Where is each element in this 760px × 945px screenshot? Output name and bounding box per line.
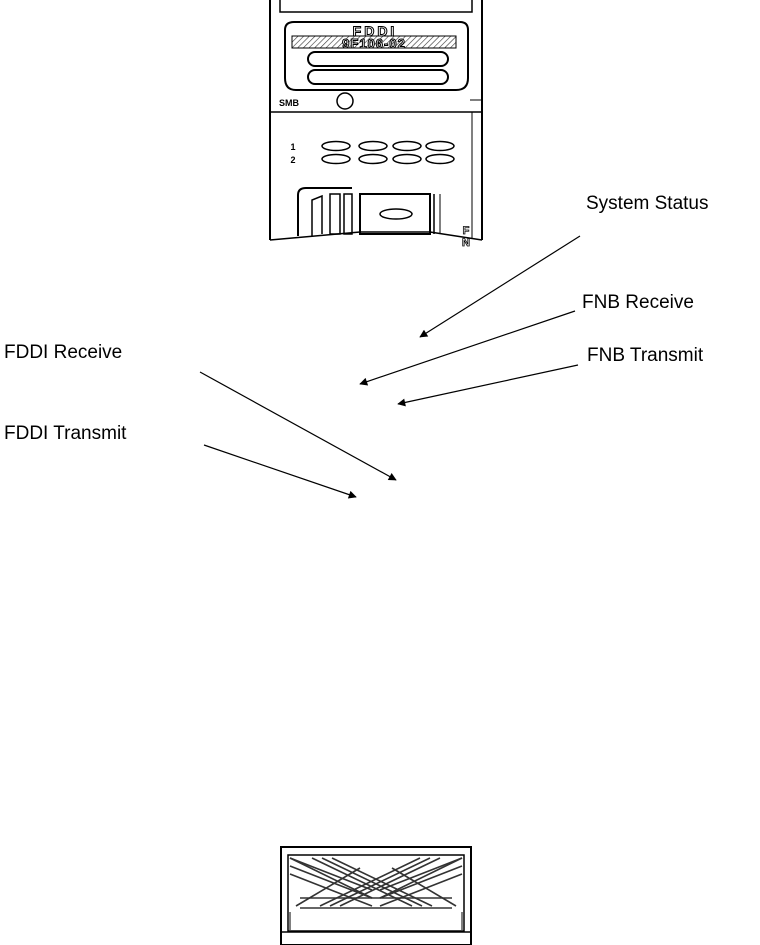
label-fddi-transmit: FDDI Transmit (4, 423, 127, 444)
module-model: 9F106-02 (342, 36, 406, 51)
led-indicator (358, 140, 388, 152)
module-text: FDDI 9F106-02 SMB 1 2 F N (279, 23, 470, 250)
led-row-label-1: 1 (290, 142, 295, 152)
led-indicator (392, 140, 422, 152)
model-hatch (291, 35, 457, 49)
led-indicator (425, 153, 455, 165)
led-indicator (321, 153, 351, 165)
arrow-system-status (419, 235, 581, 338)
fnb-connector (297, 187, 441, 236)
label-plate (284, 21, 469, 91)
fnb-letter-f: F (463, 225, 470, 237)
label-fnb-transmit: FNB Transmit (587, 345, 704, 366)
slot-window-upper (307, 51, 449, 67)
arrow-fddi-receive (199, 371, 397, 481)
smb-label: SMB (279, 98, 300, 108)
callout-arrows (199, 235, 581, 499)
led-indicator (358, 153, 388, 165)
module-front-panel (269, 0, 483, 241)
fddi-port-connector (280, 846, 472, 945)
label-fnb-receive: FNB Receive (582, 292, 694, 313)
arrow-fnb-transmit (397, 364, 579, 407)
led-indicator (392, 153, 422, 165)
arrow-fddi-transmit (203, 444, 357, 499)
module-title: FDDI (353, 23, 398, 39)
led-row-label-2: 2 (290, 155, 295, 165)
smb-connector (336, 92, 354, 110)
label-system-status: System Status (586, 193, 709, 214)
slot-window-lower (307, 69, 449, 85)
fnb-letter-n: N (462, 237, 470, 249)
label-fddi-receive: FDDI Receive (4, 342, 123, 363)
led-indicator (425, 140, 455, 152)
led-row-2 (321, 153, 455, 165)
arrow-fnb-receive (359, 310, 576, 386)
led-indicator (321, 140, 351, 152)
led-row-1 (321, 140, 455, 152)
